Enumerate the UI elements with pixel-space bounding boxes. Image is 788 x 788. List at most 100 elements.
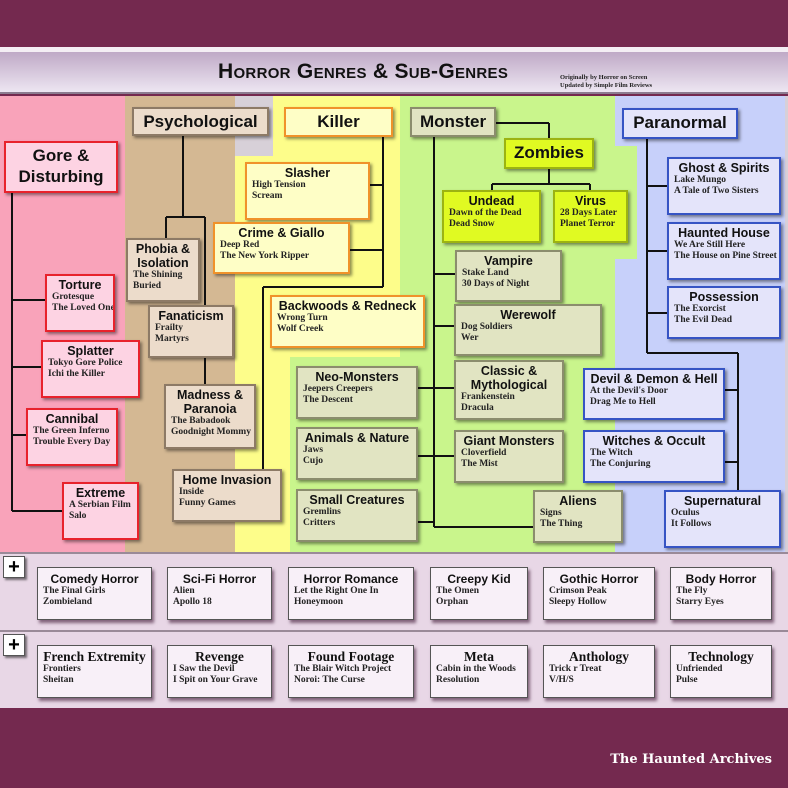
genre-node-killer[interactable]: Killer xyxy=(284,107,393,137)
film-title: The Conjuring xyxy=(590,459,651,469)
film-title: Orphan xyxy=(436,597,469,607)
credits: Originally by Horror on Screen Updated b… xyxy=(560,74,652,90)
genre-title: Comedy Horror xyxy=(50,572,139,586)
film-title: Deep Red xyxy=(220,240,260,250)
genre-node-paranormal[interactable]: Paranormal xyxy=(622,108,738,139)
genre-node-monster[interactable]: Monster xyxy=(410,107,496,137)
film-title: Jaws xyxy=(303,445,324,455)
genre-title: Gore & Disturbing xyxy=(18,146,104,186)
film-title: The New York Ripper xyxy=(220,251,310,261)
film-title: Sleepy Hollow xyxy=(549,597,607,607)
film-title: The Final Girls xyxy=(43,586,106,596)
film-title: The Descent xyxy=(303,395,353,405)
genre-node-psychological[interactable]: Psychological xyxy=(132,107,269,136)
film-title: Grotesque xyxy=(52,292,95,302)
film-title: The Shining xyxy=(133,270,183,280)
genre-node-gore[interactable]: Gore & Disturbing xyxy=(4,141,118,193)
genre-title: Haunted House xyxy=(678,226,770,240)
film-title: Cujo xyxy=(303,456,324,466)
genre-title: French Extremity xyxy=(43,649,146,664)
film-title: The Blair Witch Project xyxy=(294,664,392,674)
genre-title: Killer xyxy=(317,112,360,131)
genre-title: Possession xyxy=(689,290,759,304)
film-title: Resolution xyxy=(436,675,480,685)
film-title: Ichi the Killer xyxy=(48,369,105,379)
film-title: It Follows xyxy=(671,519,712,529)
genre-title: Torture xyxy=(58,278,102,292)
film-title: Tokyo Gore Police xyxy=(48,358,123,368)
genre-title: Slasher xyxy=(284,166,331,180)
film-title: Goodnight Mommy xyxy=(171,427,251,437)
genre-title: Anthology xyxy=(568,649,629,664)
film-title: Starry Eyes xyxy=(676,597,724,607)
film-title: Dead Snow xyxy=(449,219,495,229)
film-title: Wrong Turn xyxy=(277,313,328,323)
credit-updated: Updated by Simple Film Reviews xyxy=(560,82,653,89)
genre-title: Meta xyxy=(464,649,494,664)
film-title: Critters xyxy=(303,518,336,528)
film-title: Buried xyxy=(133,281,161,291)
genre-node-zombies[interactable]: Zombies xyxy=(504,138,594,169)
film-title: The Omen xyxy=(436,586,480,596)
genre-title: Neo-Monsters xyxy=(315,370,399,384)
genre-title: Virus xyxy=(574,194,607,208)
genre-title: Vampire xyxy=(484,254,533,268)
expand-button[interactable]: + xyxy=(3,556,25,578)
film-title: Lake Mungo xyxy=(674,175,726,185)
genre-title: Creepy Kid xyxy=(447,572,511,586)
film-title: A Tale of Two Sisters xyxy=(674,186,759,196)
film-title: Signs xyxy=(540,508,562,518)
film-title: Trouble Every Day xyxy=(33,437,111,447)
genre-title: Phobia & Isolation xyxy=(135,242,191,270)
genre-title: Splatter xyxy=(67,344,114,358)
genre-title: Werewolf xyxy=(500,308,556,322)
genre-title: Small Creatures xyxy=(309,493,405,507)
genre-title: Crime & Giallo xyxy=(238,226,325,240)
film-title: Honeymoon xyxy=(294,597,344,607)
film-title: The Green Inferno xyxy=(33,426,110,436)
film-title: Funny Games xyxy=(179,498,236,508)
header-bar xyxy=(0,52,788,94)
expand-button[interactable]: + xyxy=(3,634,25,656)
film-title: Cloverfield xyxy=(461,448,507,458)
